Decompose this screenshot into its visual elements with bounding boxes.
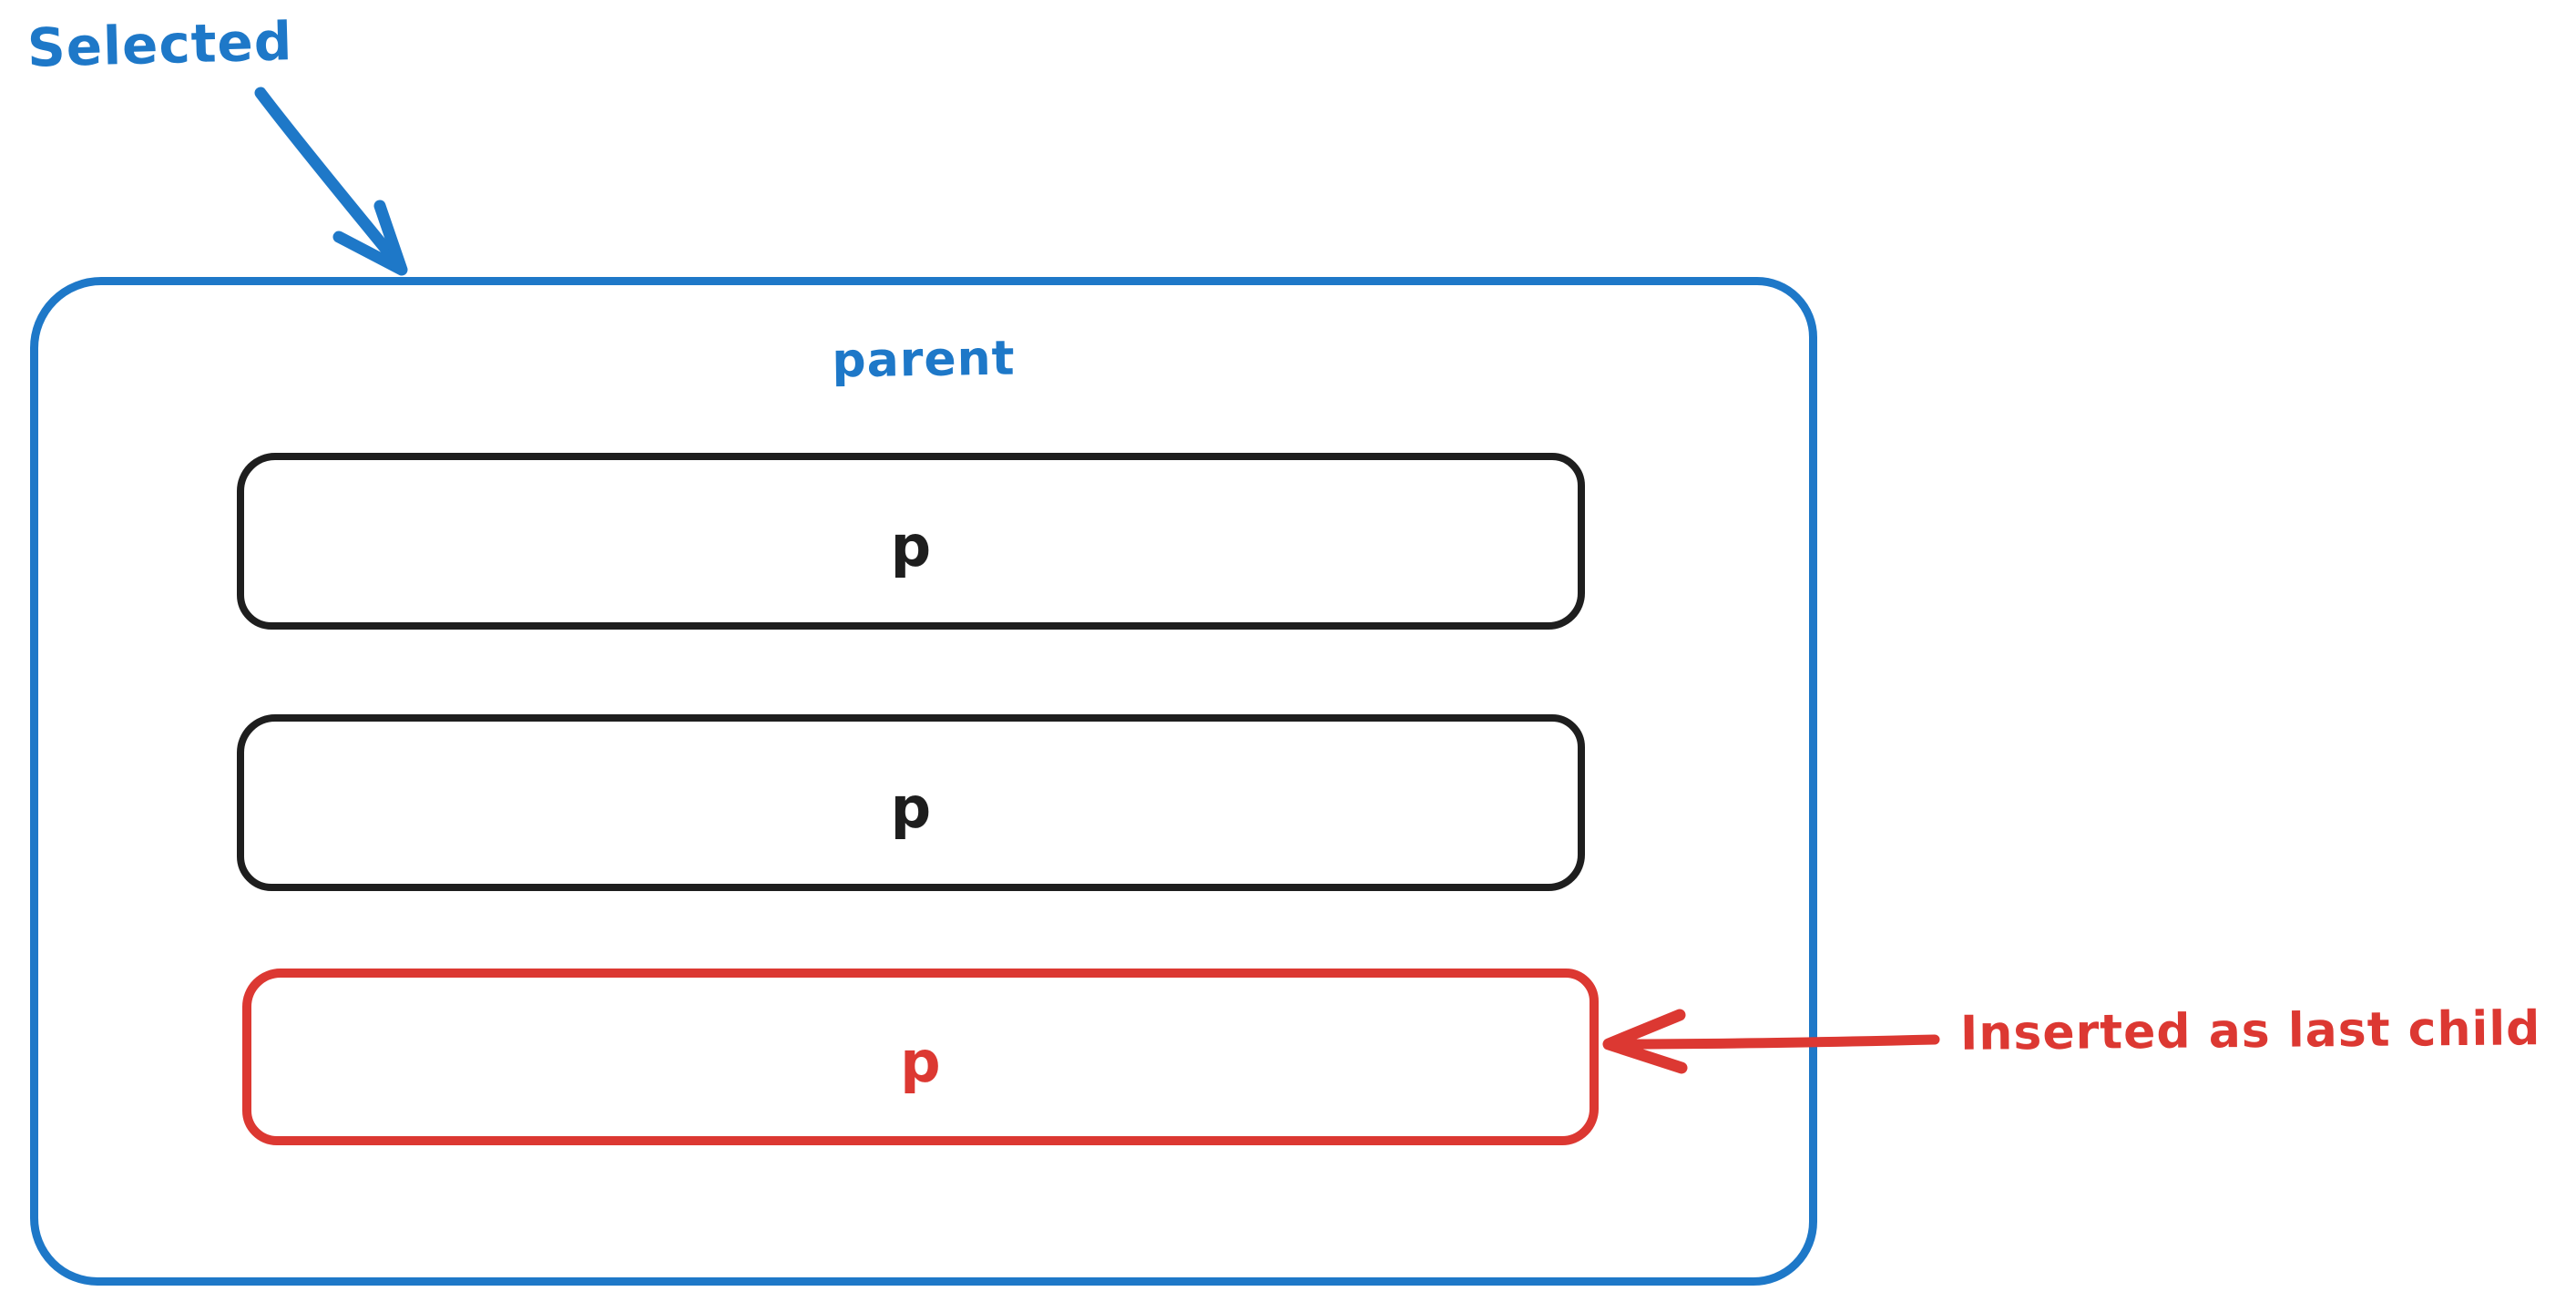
child-box-1: p bbox=[237, 453, 1585, 630]
parent-box: parent p p p bbox=[30, 277, 1817, 1286]
child-box-2-label: p bbox=[890, 774, 932, 841]
child-box-inserted-label: p bbox=[900, 1029, 941, 1095]
parent-label: parent bbox=[832, 331, 1016, 389]
selected-label: Selected bbox=[26, 10, 294, 79]
selected-arrowhead bbox=[332, 200, 408, 276]
child-box-inserted: p bbox=[242, 969, 1599, 1145]
selected-arrow bbox=[254, 87, 408, 276]
child-box-2: p bbox=[237, 714, 1585, 891]
inserted-label: Inserted as last child bbox=[1959, 1001, 2541, 1061]
child-box-1-label: p bbox=[890, 513, 932, 579]
selected-arrow-shaft bbox=[254, 87, 405, 272]
